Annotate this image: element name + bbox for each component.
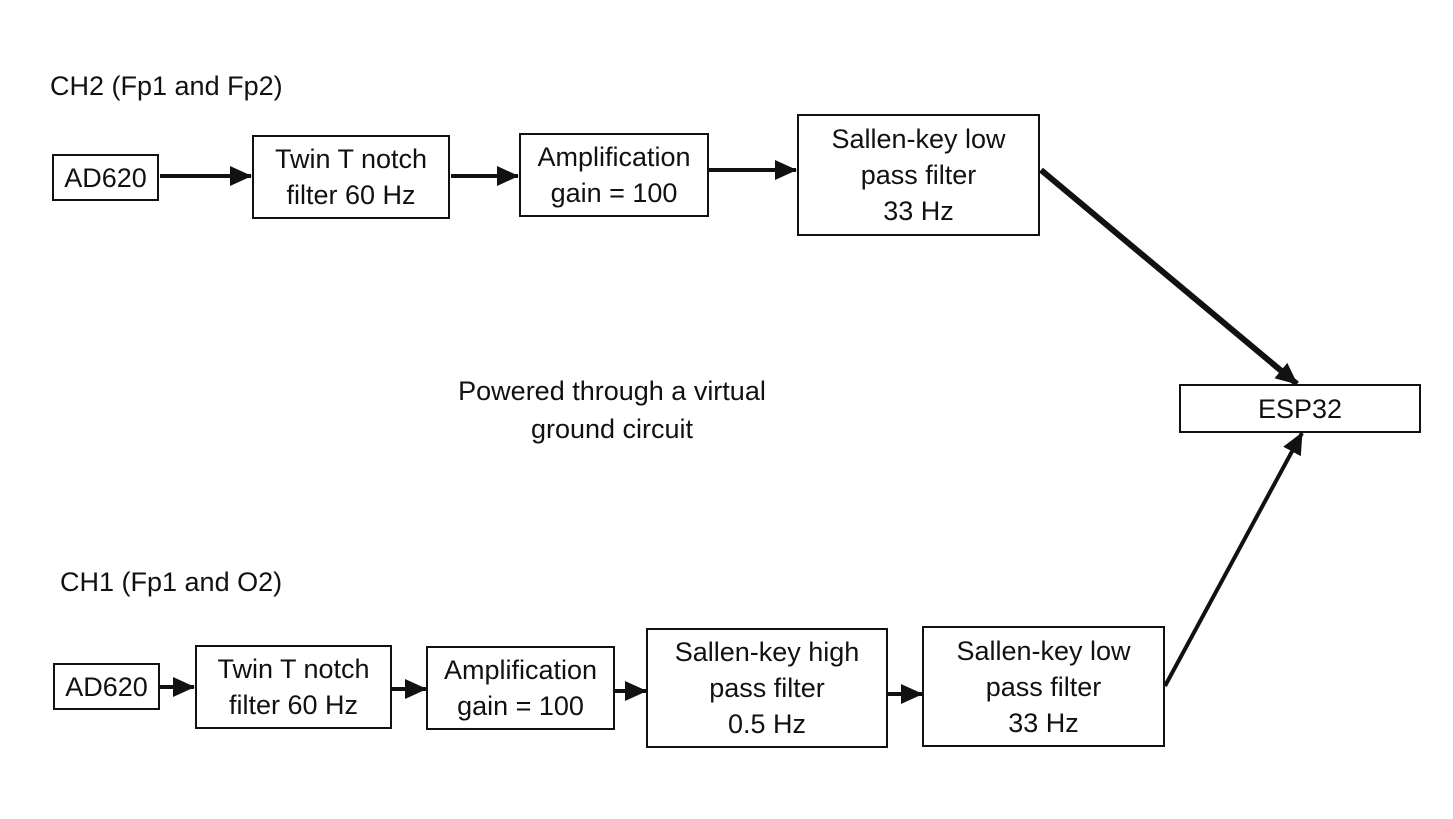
ch1-lowpass-filter-label: Sallen-key low pass filter 33 Hz [956, 635, 1131, 738]
esp32-block: ESP32 [1179, 384, 1421, 433]
ch2-notch-filter-block: Twin T notch filter 60 Hz [252, 135, 450, 219]
ch1-lowpass-filter-block: Sallen-key low pass filter 33 Hz [922, 626, 1165, 747]
ch2-notch-filter-label: Twin T notch filter 60 Hz [274, 144, 428, 210]
ch1-notch-filter-block: Twin T notch filter 60 Hz [195, 645, 392, 729]
ch2-ad620-label: AD620 [64, 162, 147, 193]
ch2-amplification-block: Amplification gain = 100 [519, 133, 709, 217]
ch1-ad620-label: AD620 [65, 671, 148, 702]
ch1-amplification-block: Amplification gain = 100 [426, 646, 615, 730]
ch1-highpass-filter-label: Sallen-key high pass filter 0.5 Hz [674, 637, 860, 739]
ch2-amplification-label: Amplification gain = 100 [537, 142, 691, 208]
ch2-ad620-block: AD620 [52, 154, 159, 201]
arrow-ch1-lowpass-to-esp32 [1163, 432, 1304, 687]
arrow-ch2-lowpass-to-esp32 [1039, 167, 1299, 387]
ch2-lowpass-filter-label: Sallen-key low pass filter 33 Hz [831, 124, 1006, 226]
ch1-amplification-label: Amplification gain = 100 [443, 655, 598, 721]
ch1-title: CH1 (Fp1 and O2) [60, 567, 283, 597]
ch1-highpass-filter-block: Sallen-key high pass filter 0.5 Hz [646, 628, 888, 748]
ch1-notch-filter-label: Twin T notch filter 60 Hz [217, 654, 370, 720]
ch2-title: CH2 (Fp1 and Fp2) [50, 71, 283, 101]
ch1-ad620-block: AD620 [53, 663, 160, 710]
power-note: Powered through a virtual ground circuit [458, 376, 766, 444]
esp32-label: ESP32 [1257, 393, 1343, 424]
ch2-lowpass-filter-block: Sallen-key low pass filter 33 Hz [797, 114, 1040, 236]
